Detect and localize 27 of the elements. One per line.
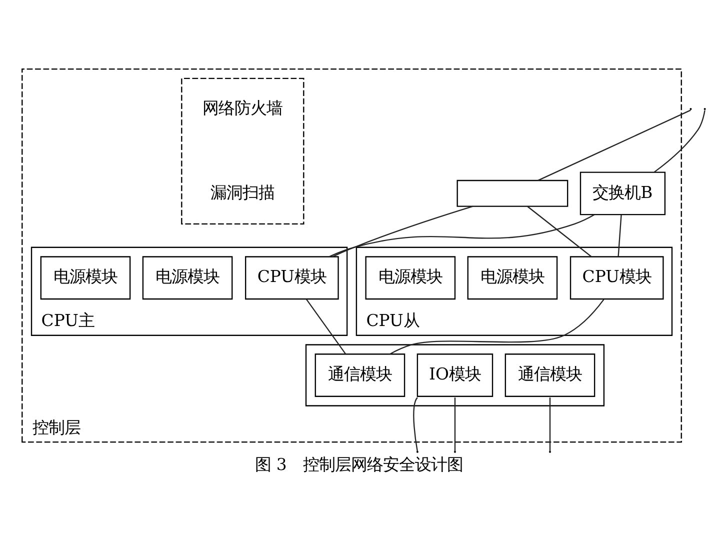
node-box: 电源模块	[142, 256, 233, 300]
node-box: 电源模块	[365, 256, 456, 300]
node-box: 交换机B	[580, 171, 666, 215]
node-box: IO模块	[416, 353, 494, 396]
node-box: 电源模块	[40, 256, 131, 300]
node-box: CPU模块	[245, 256, 339, 300]
node-box	[181, 77, 304, 224]
connector	[538, 109, 691, 180]
node-box	[456, 179, 568, 206]
connector	[549, 397, 551, 451]
node-box: 通信模块	[504, 353, 596, 396]
connector	[390, 298, 604, 354]
connector	[329, 214, 595, 257]
connector	[654, 110, 706, 172]
connector	[454, 397, 456, 451]
connector	[306, 298, 346, 354]
caption: 图 3 控制层网络安全设计图	[255, 454, 463, 474]
cluster	[305, 344, 605, 406]
node-box: CPU模块	[570, 256, 664, 300]
connector	[332, 205, 474, 257]
connector	[618, 214, 622, 256]
node-box: 通信模块	[314, 353, 406, 396]
legend-label: 漏洞扫描	[210, 182, 275, 202]
legend-label: 网络防火墙	[202, 98, 283, 117]
node-box: 电源模块	[467, 256, 558, 300]
connector	[413, 396, 418, 451]
connector	[527, 205, 592, 257]
